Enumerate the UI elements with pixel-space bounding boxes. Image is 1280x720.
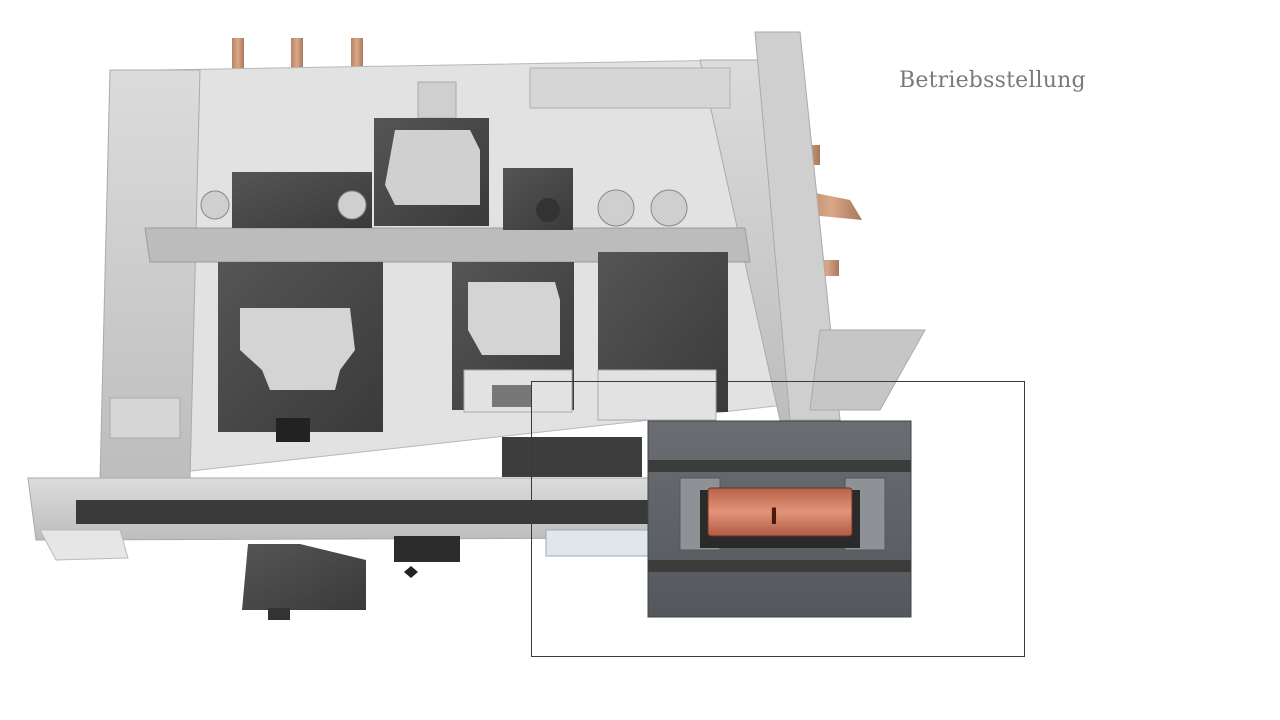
position-caption: Betriebsstellung [899, 68, 1086, 93]
key-switch-icon [394, 536, 460, 578]
upper-components [200, 118, 688, 230]
position-indicator-icon [707, 487, 853, 537]
switch-state-symbol: I [770, 505, 778, 530]
rotary-handle-icon [242, 544, 366, 620]
front-panel [27, 477, 651, 561]
zoom-frame [531, 381, 1025, 657]
lower-components [109, 252, 728, 477]
